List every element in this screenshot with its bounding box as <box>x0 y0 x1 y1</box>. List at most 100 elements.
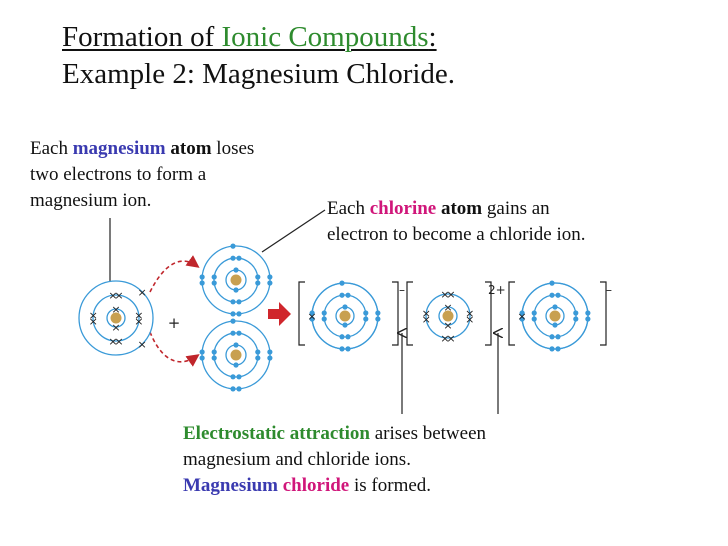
electron-dot <box>339 280 345 286</box>
electron-dot <box>549 292 555 298</box>
ion-brackets <box>298 281 607 346</box>
page-title-line2: Example 2: Magnesium Chloride. <box>62 58 456 90</box>
magnesium-atom-shell-3 <box>78 280 154 356</box>
electron-dot <box>375 316 381 322</box>
electron-dot <box>267 274 273 280</box>
electron-dot <box>519 310 525 316</box>
reaction-arrow <box>268 302 291 326</box>
electron-dot <box>375 310 381 316</box>
electron-dot <box>233 267 239 273</box>
chlorine-atom-top <box>199 243 273 317</box>
magnesium-atom-shell-1 <box>106 308 126 328</box>
electron-dot <box>255 349 261 355</box>
chlorine-atom-bottom-shell-3 <box>201 320 271 390</box>
plus-sign: + <box>168 314 181 332</box>
electron-dot <box>236 330 242 336</box>
electron-dot <box>267 280 273 286</box>
electron-dot <box>585 310 591 316</box>
magnesium-ion-nucleus <box>442 310 454 322</box>
electron-dot <box>321 310 327 316</box>
electron-dot <box>233 362 239 368</box>
electron-dot <box>555 334 561 340</box>
bracket-left-close <box>392 281 399 346</box>
electron-cross: × <box>138 338 147 351</box>
bracket-mid-close <box>485 281 492 346</box>
electron-dot <box>555 346 561 352</box>
electron-dot <box>230 299 236 305</box>
electron-dot <box>309 316 315 322</box>
electron-dot <box>309 310 315 316</box>
electron-cross: × <box>111 321 120 334</box>
electron-dot <box>531 310 537 316</box>
chlorine-atom-top-nucleus <box>230 274 242 286</box>
electron-dot <box>230 386 236 392</box>
electron-dot <box>531 316 537 322</box>
electron-dot <box>549 334 555 340</box>
electron-dot <box>345 334 351 340</box>
magnesium-ion: ×××××××××× <box>422 288 475 345</box>
electron-dot <box>211 355 217 361</box>
ionic-compounds-link-text: Ionic Compounds <box>221 21 429 53</box>
electron-dot <box>342 322 348 328</box>
electron-dot <box>255 280 261 286</box>
electron-cross: × <box>422 313 431 326</box>
electron-dot <box>236 255 242 261</box>
electron-dot <box>549 280 555 286</box>
electron-cross: × <box>134 315 143 328</box>
electron-dot <box>342 304 348 310</box>
electron-dot <box>211 274 217 280</box>
transfer-arrow-top <box>149 255 200 293</box>
electron-dot <box>211 349 217 355</box>
electron-cross: × <box>446 332 455 345</box>
electron-cross: × <box>89 309 98 322</box>
bracket-right-close <box>600 281 607 346</box>
electron-cross: × <box>517 310 526 323</box>
electron-dot <box>199 349 205 355</box>
electron-dot <box>345 292 351 298</box>
electron-cross: × <box>111 303 120 316</box>
electron-dot <box>255 274 261 280</box>
electron-dot <box>199 274 205 280</box>
magnesium-atom-nucleus <box>110 312 122 324</box>
electron-dot <box>230 374 236 380</box>
electron-dot <box>199 355 205 361</box>
electron-cross: × <box>422 307 431 320</box>
chloride-ion-right: × <box>517 280 591 352</box>
chloride-ion-left-nucleus <box>339 310 351 322</box>
page-title-line1: Formation of Ionic Compounds: <box>62 21 437 53</box>
electron-dot <box>339 292 345 298</box>
electron-cross: × <box>307 310 316 323</box>
electron-dot <box>267 349 273 355</box>
electron-dot <box>585 316 591 322</box>
electron-cross: × <box>440 288 449 301</box>
electron-cross: × <box>465 313 474 326</box>
electron-dot <box>236 374 242 380</box>
electron-dot <box>339 334 345 340</box>
electron-cross: × <box>108 289 117 302</box>
electron-dot <box>345 346 351 352</box>
electron-cross: × <box>108 335 117 348</box>
chloride-ion-right-shell-2 <box>533 294 577 338</box>
electron-dot <box>555 292 561 298</box>
chloride-ion-left-shell-4 <box>311 282 379 350</box>
magnesium-ion-shell-2 <box>425 293 471 339</box>
electron-dot <box>552 304 558 310</box>
chlorine-atom-bottom-nucleus <box>230 349 242 361</box>
electron-dot <box>230 311 236 317</box>
electron-cross: × <box>134 309 143 322</box>
chlorine-atom-top-shell-3 <box>201 245 271 315</box>
electron-dot <box>230 318 236 324</box>
chloride-ion-left: × <box>307 280 381 352</box>
electron-cross: × <box>446 288 455 301</box>
electron-dot <box>339 346 345 352</box>
electron-dot <box>549 346 555 352</box>
electron-dot <box>552 322 558 328</box>
chlorine-atom-bottom <box>199 318 273 392</box>
transfer-arrow-bottom <box>149 331 200 367</box>
electron-cross: × <box>443 301 452 314</box>
magnesium-caption: Each magnesium atom loses two electrons … <box>30 138 255 211</box>
bracket-right-open <box>508 281 515 346</box>
electron-cross: × <box>138 286 147 299</box>
electron-dot <box>321 316 327 322</box>
chlorine-atom-top-shell-2 <box>213 257 259 303</box>
